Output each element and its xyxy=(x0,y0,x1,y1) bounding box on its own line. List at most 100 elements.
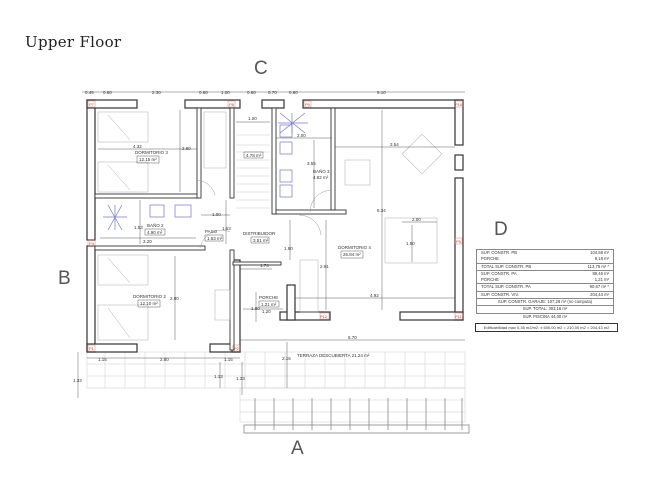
svg-text:3.51 m²: 3.51 m² xyxy=(253,238,269,243)
svg-text:P5: P5 xyxy=(456,239,462,244)
svg-text:DORMITORIO 3: DORMITORIO 3 xyxy=(135,150,168,155)
svg-text:1.00: 1.00 xyxy=(221,90,230,95)
total-area: SUP. TOTAL: 303,16 m² xyxy=(522,306,568,312)
svg-text:1.74: 1.74 xyxy=(260,263,269,268)
stair xyxy=(236,134,270,209)
table-value: 113,76 m² * xyxy=(587,263,609,269)
svg-text:3.55: 3.55 xyxy=(307,161,316,166)
garage-area: SUP. CONSTR. GARAJE: 107,28 m² (no compu… xyxy=(497,299,593,305)
svg-text:1.00: 1.00 xyxy=(251,306,260,311)
svg-text:12.15 m²: 12.15 m² xyxy=(139,157,157,162)
table-label: SUP. CONSTR. VIV. xyxy=(481,291,519,297)
top-dimensions: 0.45 0.60 2.30 0.60 1.00 0.60 0.70 0.60 … xyxy=(82,90,465,95)
svg-text:PASO: PASO xyxy=(205,229,218,234)
table-value: 9,18 m² xyxy=(594,256,609,262)
svg-text:4.82 m²: 4.82 m² xyxy=(313,175,329,180)
facade-label-right: D xyxy=(494,219,508,240)
table-value: 204,43 m² xyxy=(590,291,609,297)
svg-text:P7: P7 xyxy=(89,102,95,107)
svg-text:1.53 m²: 1.53 m² xyxy=(207,236,223,241)
facade-label-left: B xyxy=(58,268,71,289)
svg-text:0.60: 0.60 xyxy=(289,90,298,95)
furniture xyxy=(97,111,443,341)
svg-text:4.78 m²: 4.78 m² xyxy=(246,153,262,158)
svg-text:12.10 m²: 12.10 m² xyxy=(140,301,158,306)
svg-text:0.45: 0.45 xyxy=(85,90,94,95)
svg-text:TERRAZA DESCUBIERTA 21.24 m²: TERRAZA DESCUBIERTA 21.24 m² xyxy=(297,353,370,358)
facade-label-top: C xyxy=(254,58,268,79)
svg-text:2.80: 2.80 xyxy=(182,146,191,151)
pergola xyxy=(243,398,470,434)
table-value: 90,67 m² * xyxy=(589,284,609,290)
bathroom-fixtures xyxy=(103,112,308,231)
svg-text:2.80: 2.80 xyxy=(170,296,179,301)
svg-text:5.10: 5.10 xyxy=(377,90,386,95)
svg-text:DORMITORIO 2: DORMITORIO 2 xyxy=(133,294,166,299)
svg-text:PORCHE: PORCHE xyxy=(259,295,278,300)
svg-text:2.80: 2.80 xyxy=(160,357,169,362)
room-labels: DORMITORIO 3 12.15 m² BAÑO 2 4.90 m² PAS… xyxy=(133,150,371,358)
table-label: PORCHE xyxy=(481,256,499,262)
svg-text:1.20: 1.20 xyxy=(262,309,271,314)
pillar-markers: P7 P8 P9 P10 P4 P5 P1 P2 P12 P11 xyxy=(87,100,464,352)
svg-text:26.84 m²: 26.84 m² xyxy=(343,252,361,257)
table-label: PORCHE xyxy=(481,277,499,283)
svg-text:0.70: 0.70 xyxy=(268,90,277,95)
door-swings xyxy=(196,179,333,249)
svg-text:P10: P10 xyxy=(455,102,463,107)
svg-text:DISTRIBUIDOR: DISTRIBUIDOR xyxy=(243,231,276,236)
svg-text:1.15: 1.15 xyxy=(224,357,233,362)
svg-text:P8: P8 xyxy=(229,102,235,107)
svg-text:1.00: 1.00 xyxy=(248,116,257,121)
svg-text:1.13: 1.13 xyxy=(214,374,223,379)
svg-text:1.21 m²: 1.21 m² xyxy=(261,302,277,307)
table-value: 104,58 m² xyxy=(590,250,609,255)
svg-text:DORMITORIO 4: DORMITORIO 4 xyxy=(338,245,371,250)
svg-text:P1: P1 xyxy=(89,346,95,351)
svg-text:1.53: 1.53 xyxy=(134,225,143,230)
svg-text:2.16: 2.16 xyxy=(282,356,291,361)
exterior-walls xyxy=(86,99,464,353)
svg-text:6.34: 6.34 xyxy=(377,208,386,213)
area-table: SUP. CONSTR. PB 104,58 m² PORCHE 9,18 m² T… xyxy=(476,249,614,320)
interior-walls xyxy=(94,107,347,351)
svg-text:0.60: 0.60 xyxy=(247,90,256,95)
table-value: 89,46 m² xyxy=(592,270,609,276)
svg-text:4.90 m²: 4.90 m² xyxy=(147,230,163,235)
svg-text:P12: P12 xyxy=(320,314,328,319)
svg-text:1.90: 1.90 xyxy=(284,246,293,251)
table-label: TOTAL SUP. CONSTR. PA xyxy=(481,284,531,290)
svg-text:2.00: 2.00 xyxy=(412,217,421,222)
page-title: Upper Floor xyxy=(25,33,122,51)
svg-text:P11: P11 xyxy=(455,314,463,319)
dimension-lines: 4.32 2.80 1.00 2.00 3.55 3.54 6.34 4.92 … xyxy=(73,110,465,398)
svg-text:0.60: 0.60 xyxy=(103,90,112,95)
svg-text:2.91: 2.91 xyxy=(320,264,329,269)
svg-text:1.50: 1.50 xyxy=(406,241,415,246)
svg-text:3.20: 3.20 xyxy=(143,239,152,244)
svg-text:1.00: 1.00 xyxy=(212,212,221,217)
edificabilidad-note: Edificabilidad max 0,35 m2/m2: x 600,00 … xyxy=(475,323,618,332)
svg-text:6.70: 6.70 xyxy=(348,335,357,340)
svg-text:P2: P2 xyxy=(234,346,240,351)
svg-text:1.33: 1.33 xyxy=(73,378,82,383)
pool-area: SUP. PISCINA 44,00 m² xyxy=(522,313,568,319)
svg-text:2.00: 2.00 xyxy=(297,133,306,138)
table-label: SUP. CONSTR. PB xyxy=(481,250,517,255)
svg-text:0.60: 0.60 xyxy=(199,90,208,95)
svg-text:4.92: 4.92 xyxy=(370,293,379,298)
terrace-grid xyxy=(86,351,466,423)
svg-text:1.53: 1.53 xyxy=(222,226,231,231)
svg-text:P9: P9 xyxy=(305,102,311,107)
svg-text:BAÑO 3: BAÑO 3 xyxy=(313,168,330,174)
svg-text:2.30: 2.30 xyxy=(152,90,161,95)
table-label: TOTAL SUP. CONSTR. PB xyxy=(481,263,532,269)
facade-label-bottom: A xyxy=(291,438,304,459)
svg-text:3.54: 3.54 xyxy=(390,142,399,147)
svg-text:1.15: 1.15 xyxy=(98,357,107,362)
svg-text:P4: P4 xyxy=(89,241,95,246)
table-value: 1,21 m² xyxy=(594,277,609,283)
svg-text:1.33: 1.33 xyxy=(236,376,245,381)
table-label: SUP. CONSTR. PA xyxy=(481,270,517,276)
